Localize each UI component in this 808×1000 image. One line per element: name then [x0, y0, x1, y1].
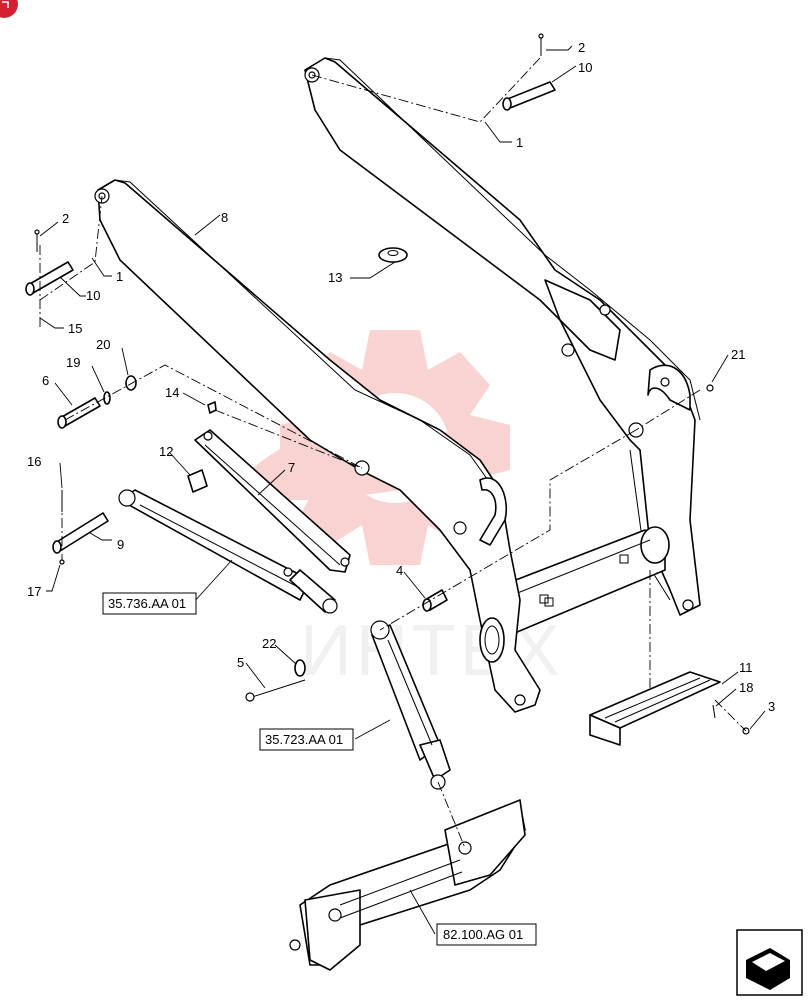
reference-boxes: 35.736.AA 01 35.723.AA 01 82.100.AG 01: [102, 592, 537, 946]
right-loader-arm: [304, 57, 701, 616]
callout-label: 14: [165, 385, 179, 400]
callout-label: 1: [116, 269, 123, 284]
callout-label: 9: [117, 537, 124, 552]
link-7: [194, 429, 351, 573]
reference-label: 35.736.AA 01: [108, 596, 186, 611]
reference-link-82100[interactable]: 82.100.AG 01: [436, 923, 537, 946]
reference-link-35723[interactable]: 35.723.AA 01: [259, 728, 354, 751]
callout-label: 8: [221, 210, 228, 225]
tilt-cylinder-35736: [118, 489, 338, 614]
callout-label: 3: [768, 699, 775, 714]
callout-label: 10: [578, 60, 592, 75]
reference-label: 35.723.AA 01: [265, 732, 343, 747]
lift-cylinder-35723: [370, 620, 451, 790]
alignment-lines: [39, 57, 747, 849]
leader-lines: [39, 45, 766, 935]
callout-label: 2: [578, 40, 585, 55]
callout-label: 17: [27, 584, 41, 599]
reference-label: 82.100.AG 01: [443, 927, 523, 942]
callout-label: 7: [288, 460, 295, 475]
reference-link-35736[interactable]: 35.736.AA 01: [102, 592, 197, 615]
callout-label: 10: [86, 288, 100, 303]
callout-label: 16: [27, 454, 41, 469]
callout-label: 1: [516, 135, 523, 150]
callout-label: 12: [159, 444, 173, 459]
callout-label: 19: [66, 355, 80, 370]
callout-label: 2: [62, 211, 69, 226]
axle-frame-82100: [289, 799, 526, 971]
callout-label: 4: [396, 563, 403, 578]
callout-label: 20: [96, 337, 110, 352]
callout-label: 21: [731, 347, 745, 362]
callout-label: 5: [237, 655, 244, 670]
callout-label: 11: [739, 660, 753, 675]
step-plate-11: [589, 671, 721, 746]
callout-label: 6: [42, 373, 49, 388]
callout-label: 22: [262, 636, 276, 651]
callout-label: 15: [68, 321, 82, 336]
corner-badge-icon: [0, 0, 18, 18]
small-parts: [25, 33, 750, 735]
callout-label: 13: [328, 270, 342, 285]
callout-label: 18: [739, 680, 753, 695]
view-orientation-icon: [736, 929, 803, 996]
callout-labels: 2 10 1 8 2 1 10 15 13 20 19 6 14 12 7 21…: [27, 40, 775, 714]
